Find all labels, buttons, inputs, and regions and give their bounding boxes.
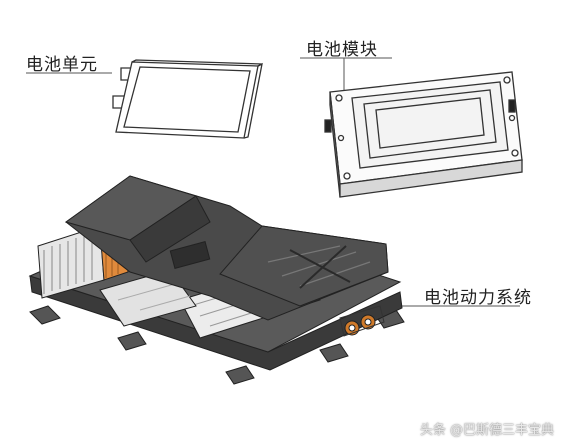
label-battery-system: 电池动力系统 — [424, 288, 532, 308]
battery-pack-illustration — [28, 175, 405, 385]
watermark: 头条 @巴斯德三丰宝典 — [419, 423, 554, 438]
label-battery-module: 电池模块 — [306, 40, 378, 60]
power-connectors — [339, 305, 385, 337]
label-battery-cell: 电池单元 — [26, 55, 98, 75]
battery-cell-illustration — [112, 59, 263, 139]
battery-module-illustration — [324, 71, 523, 198]
